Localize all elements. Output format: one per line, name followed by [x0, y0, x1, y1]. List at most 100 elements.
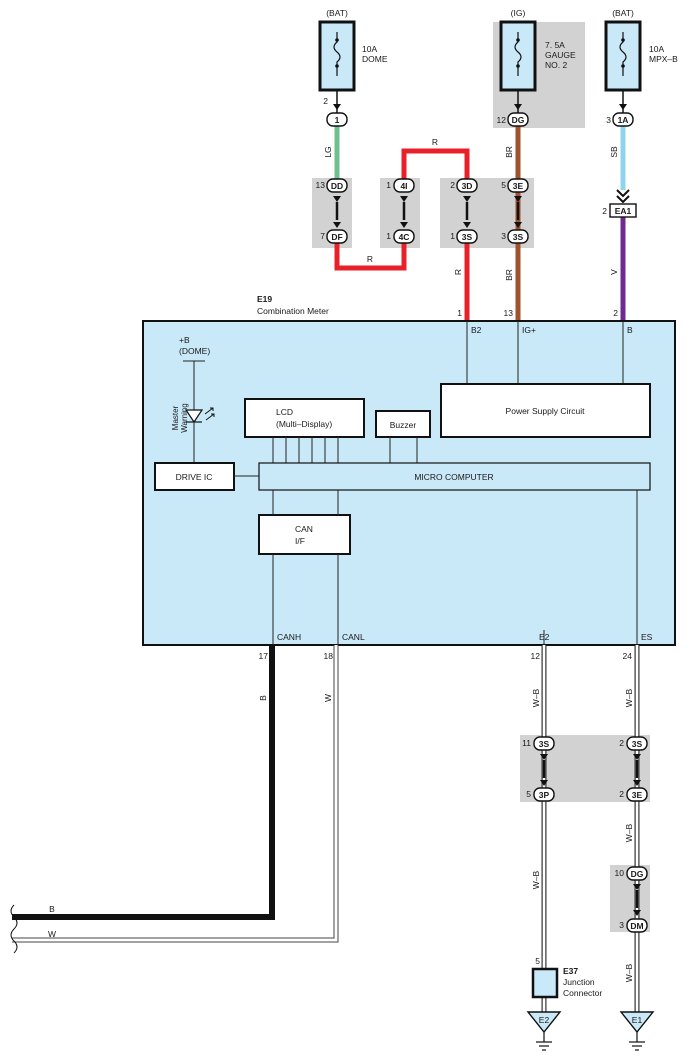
- connector-3e-bot: 2 3E: [619, 787, 648, 802]
- wire-label-lg: LG: [323, 146, 333, 157]
- arrow-icon: [616, 189, 630, 198]
- arrow-icon: [333, 104, 341, 110]
- fuse-gauge-rating: 7. 5A: [545, 40, 565, 50]
- svg-text:EA1: EA1: [615, 206, 632, 216]
- meter-pin-b2-label: B2: [471, 325, 482, 335]
- meter-pin-canl-label: CANL: [342, 632, 365, 642]
- meter-pin-b-num: 2: [613, 308, 618, 318]
- connector-1: 2 1: [323, 96, 348, 127]
- ground-e1: E1: [619, 1011, 655, 1051]
- meter-pin-b-label: B: [627, 325, 633, 335]
- arrow-icon: [619, 104, 627, 110]
- meter-pin-e2-num: 12: [531, 651, 541, 661]
- arrow-icon: [540, 780, 548, 786]
- arrow-icon: [616, 195, 630, 204]
- connector-3s-bot: 11 3S: [522, 736, 555, 786]
- connector-3e-top: 5 3E: [501, 178, 529, 228]
- svg-text:DD: DD: [331, 181, 343, 191]
- svg-text:7: 7: [320, 231, 325, 241]
- svg-text:3S: 3S: [539, 739, 550, 749]
- meter-pin-e2-label: E2: [539, 632, 550, 642]
- connector-dg-bot: 10 DG: [615, 866, 648, 916]
- svg-text:3D: 3D: [462, 181, 473, 191]
- meter-pin-es-num: 24: [623, 651, 633, 661]
- fuse-mpx-source: (BAT): [612, 8, 634, 18]
- wire-label-br-top: BR: [504, 146, 514, 158]
- wire-label-b-horizontal: B: [49, 904, 55, 914]
- buzzer-block: [375, 410, 431, 438]
- svg-text:1: 1: [450, 231, 455, 241]
- wire-label-sb: SB: [609, 146, 619, 158]
- svg-text:3S: 3S: [462, 232, 473, 242]
- arrow-icon: [400, 196, 408, 202]
- power-supply-label: Power Supply Circuit: [506, 406, 586, 416]
- buzzer-label: Buzzer: [390, 420, 417, 430]
- wire-label-w-horizontal: W: [48, 929, 56, 939]
- svg-text:12: 12: [497, 115, 507, 125]
- wire-label-r-loop: R: [367, 254, 373, 264]
- svg-text:DG: DG: [631, 869, 644, 879]
- fuse-icon: [514, 32, 522, 76]
- power-supply-block: [440, 383, 651, 438]
- arrow-icon: [514, 104, 522, 110]
- wire-w-canl: [12, 645, 339, 943]
- svg-text:3P: 3P: [539, 790, 550, 800]
- svg-text:1A: 1A: [618, 115, 629, 125]
- arrow-icon: [514, 196, 522, 202]
- connector-dg-top: 12 DG: [497, 104, 529, 127]
- ground-e2: E2: [526, 1011, 562, 1051]
- svg-text:E1: E1: [632, 1015, 643, 1025]
- connector-dd: 13 DD: [316, 178, 348, 228]
- wire-label-wb-3: W–B: [624, 688, 634, 707]
- wire-label-wb-2: W–B: [531, 870, 541, 889]
- wire-label-r-meter: R: [453, 269, 463, 275]
- wire-label-r-top: R: [432, 137, 438, 147]
- wire-label-wb-5: W–B: [624, 963, 634, 982]
- arrow-icon: [633, 910, 641, 916]
- connector-3p: 5 3P: [526, 787, 555, 802]
- lcd-bus-lines: [272, 437, 339, 463]
- lcd-label: LCD: [276, 407, 293, 417]
- lcd-label2: (Multi–Display): [276, 419, 332, 429]
- ground-icon: [536, 1032, 552, 1051]
- svg-text:5: 5: [526, 789, 531, 799]
- meter-name: Combination Meter: [257, 306, 329, 316]
- fuse-mpx-name: MPX–B: [649, 54, 678, 64]
- svg-text:3: 3: [606, 115, 611, 125]
- arrow-icon: [463, 222, 471, 228]
- svg-text:3: 3: [501, 231, 506, 241]
- wire-label-wb-4: W–B: [624, 823, 634, 842]
- svg-text:2: 2: [602, 206, 607, 216]
- fuse-gauge: (IG) 7. 5A GAUGE NO. 2: [499, 8, 576, 92]
- svg-text:3E: 3E: [513, 181, 524, 191]
- arrow-icon: [463, 196, 471, 202]
- can-if-label: CAN: [295, 524, 313, 534]
- wire-r-top: [401, 148, 470, 180]
- svg-text:DM: DM: [630, 921, 643, 931]
- wire-break-mark: [10, 904, 18, 954]
- svg-text:2: 2: [450, 180, 455, 190]
- fuse-dome-source: (BAT): [326, 8, 348, 18]
- connector-4i: 1 4I: [386, 178, 415, 228]
- meter-pin-canh-label: CANH: [277, 632, 301, 642]
- micro-computer-label: MICRO COMPUTER: [414, 472, 493, 482]
- can-if-block: [258, 514, 351, 555]
- fuse-gauge-name: GAUGE: [545, 50, 576, 60]
- arrow-icon: [333, 222, 341, 228]
- svg-text:3E: 3E: [632, 790, 643, 800]
- wire-r-loop: [334, 242, 407, 271]
- svg-text:Connector: Connector: [563, 988, 602, 998]
- svg-text:1: 1: [335, 115, 340, 125]
- fuse-dome-name: DOME: [362, 54, 388, 64]
- fuse-gauge-name2: NO. 2: [545, 60, 567, 70]
- meter-pin-ig-label: IG+: [522, 325, 536, 335]
- connector-3s-bot2: 2 3S: [619, 736, 648, 786]
- svg-text:5: 5: [535, 956, 540, 966]
- svg-text:E2: E2: [539, 1015, 550, 1025]
- meter-code: E19: [257, 294, 272, 304]
- arrow-icon: [633, 884, 641, 890]
- svg-text:3S: 3S: [513, 232, 524, 242]
- svg-text:3: 3: [619, 920, 624, 930]
- connector-3s-top: 1 3S: [450, 229, 478, 244]
